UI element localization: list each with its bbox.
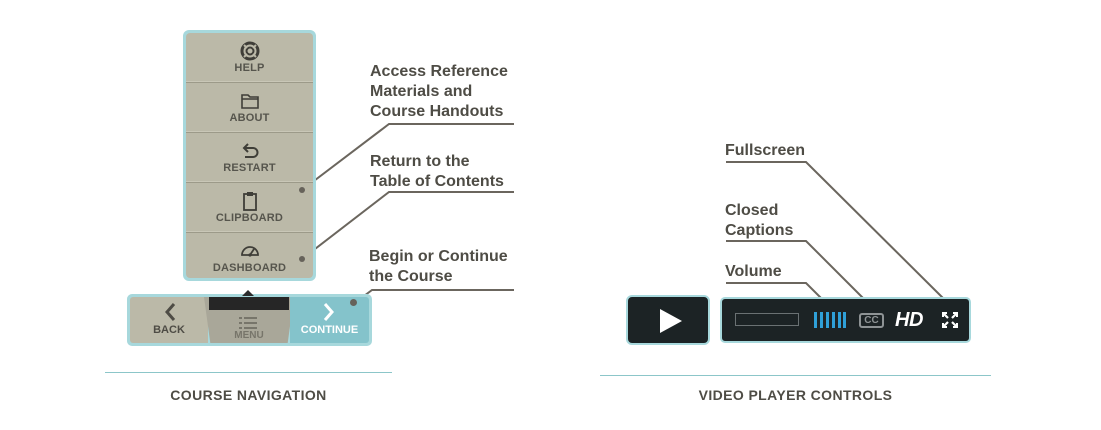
callout-line: Return to the xyxy=(370,153,470,170)
menu-item-label: DASHBOARD xyxy=(212,262,287,274)
menu-item-label: CLIPBOARD xyxy=(215,212,284,224)
callout-dot-continue xyxy=(350,299,357,306)
callout-volume: Volume xyxy=(725,263,782,280)
callout-captions: Closed Captions xyxy=(725,201,793,241)
callout-dot-dashboard xyxy=(299,256,305,262)
menu-label: MENU xyxy=(234,330,264,341)
volume-level-bar[interactable] xyxy=(814,312,817,328)
course-menu-list: HELP ABOUT RESTART CLIPBOARD xyxy=(186,33,313,278)
callout-line: Access Reference xyxy=(370,63,508,80)
callout-line: Course Handouts xyxy=(370,103,504,120)
callout-continue: Begin or Continue the Course xyxy=(369,247,508,287)
callout-line: Closed xyxy=(725,202,779,219)
volume-level-bar[interactable] xyxy=(843,312,846,328)
play-button[interactable] xyxy=(626,295,710,345)
volume-level-bar[interactable] xyxy=(826,312,829,328)
menu-item-label: RESTART xyxy=(223,162,276,174)
back-label: BACK xyxy=(153,324,185,336)
volume-level-bar[interactable] xyxy=(838,312,841,328)
menu-item-label: ABOUT xyxy=(229,112,270,124)
undo-arrow-icon xyxy=(242,143,258,158)
menu-pointer xyxy=(242,290,254,296)
menu-item-clipboard[interactable]: CLIPBOARD xyxy=(186,183,313,233)
continue-label: CONTINUE xyxy=(300,324,359,336)
menu-item-restart[interactable]: RESTART xyxy=(186,133,313,183)
closed-captions-button[interactable]: CC xyxy=(859,313,884,328)
callout-fullscreen: Fullscreen xyxy=(725,142,806,159)
callout-dashboard: Return to the Table of Contents xyxy=(370,152,504,192)
list-icon xyxy=(239,317,257,329)
lifebuoy-icon xyxy=(240,41,259,61)
chevron-right-icon xyxy=(323,303,334,321)
hd-button[interactable]: HD xyxy=(895,309,923,331)
callout-dot-clipboard xyxy=(299,187,305,193)
chevron-left-icon xyxy=(165,303,176,321)
section-divider xyxy=(600,375,991,376)
folder-icon xyxy=(240,94,259,109)
continue-button[interactable]: CONTINUE xyxy=(290,297,369,343)
leader-fullscreen xyxy=(726,161,950,305)
gauge-icon xyxy=(240,246,259,257)
callout-line: Begin or Continue xyxy=(369,248,508,265)
leader-clipboard xyxy=(301,123,514,191)
course-menu-panel: HELP ABOUT RESTART CLIPBOARD xyxy=(183,30,316,281)
callout-line: Materials and xyxy=(370,83,473,100)
leader-dashboard xyxy=(301,191,514,260)
leader-captions xyxy=(726,240,869,304)
menu-item-help[interactable]: HELP xyxy=(186,33,313,83)
volume-level-bar[interactable] xyxy=(832,312,835,328)
fullscreen-icon[interactable] xyxy=(941,311,959,329)
video-control-bar xyxy=(720,297,971,343)
menu-item-dashboard[interactable]: DASHBOARD xyxy=(186,233,313,278)
volume-level-bar[interactable] xyxy=(820,312,823,328)
progress-bar[interactable] xyxy=(735,313,799,326)
callout-line: Table of Contents xyxy=(370,173,504,190)
menu-item-about[interactable]: ABOUT xyxy=(186,83,313,133)
play-icon xyxy=(660,309,682,333)
menu-active-strip xyxy=(209,297,289,310)
section-title-course-navigation: COURSE NAVIGATION xyxy=(170,387,327,403)
section-title-video-player: VIDEO PLAYER CONTROLS xyxy=(698,387,893,403)
course-nav-bar: BACK MENU CONTINUE xyxy=(127,294,372,346)
back-button[interactable]: BACK xyxy=(130,297,208,343)
callout-line: the Course xyxy=(369,268,453,285)
section-divider xyxy=(105,372,392,373)
callout-clipboard: Access Reference Materials and Course Ha… xyxy=(370,62,508,122)
menu-item-label: HELP xyxy=(234,62,265,74)
callout-line: Captions xyxy=(725,222,794,239)
leader-continue xyxy=(351,289,514,306)
clipboard-icon xyxy=(242,192,257,211)
